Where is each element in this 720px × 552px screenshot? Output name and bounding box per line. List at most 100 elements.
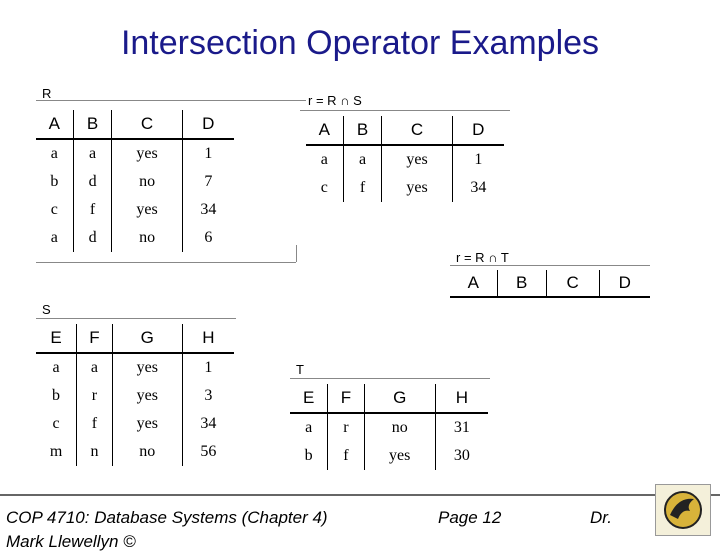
column-header: B bbox=[342, 116, 382, 146]
table-cell: d bbox=[72, 168, 112, 196]
logo-graphic bbox=[664, 491, 702, 529]
table-cell: no bbox=[111, 224, 183, 252]
footer-page: Page 12 bbox=[438, 508, 502, 527]
label-r: R bbox=[42, 86, 52, 101]
table-cell: f bbox=[72, 196, 112, 224]
divider-line bbox=[36, 318, 236, 319]
table-cell: yes bbox=[111, 382, 183, 410]
column-header: D bbox=[598, 270, 650, 298]
divider-line bbox=[36, 262, 296, 263]
table-cell: a bbox=[52, 359, 60, 376]
table-cell: b bbox=[52, 387, 61, 404]
footer-divider bbox=[0, 494, 720, 496]
slide-title: Intersection Operator Examples bbox=[120, 24, 600, 62]
table-cell: no bbox=[111, 438, 183, 466]
table-cell: yes bbox=[381, 174, 453, 202]
table-cell: 1 bbox=[181, 139, 234, 168]
table-cell: 34 bbox=[451, 174, 504, 202]
footer-author-continued: Mark Llewellyn © bbox=[6, 532, 136, 551]
table-cell: 1 bbox=[181, 353, 234, 382]
table-cell: yes bbox=[111, 410, 183, 438]
table-cell: a bbox=[76, 353, 113, 382]
table-cell: 6 bbox=[181, 224, 234, 252]
column-header: D bbox=[451, 116, 504, 146]
table-cell: no bbox=[363, 413, 436, 442]
table-cell: b bbox=[50, 173, 59, 190]
column-header: G bbox=[363, 384, 436, 414]
column-header: G bbox=[111, 324, 183, 354]
table-cell: 34 bbox=[181, 410, 234, 438]
table-cell: yes bbox=[111, 196, 183, 224]
table-cell: 31 bbox=[434, 413, 488, 442]
footer-author: Dr. bbox=[590, 508, 613, 527]
column-header: C bbox=[545, 270, 600, 298]
table-cell: 56 bbox=[181, 438, 234, 466]
divider-line bbox=[36, 100, 306, 101]
table-cell: f bbox=[342, 174, 382, 202]
table-cell: r bbox=[76, 382, 113, 410]
column-header: F bbox=[327, 384, 365, 414]
divider-line bbox=[296, 245, 297, 262]
table-cell: n bbox=[76, 438, 113, 466]
label-r-eq-r-intersect-t: r = R ∩ T bbox=[456, 250, 509, 265]
column-header: H bbox=[181, 324, 234, 354]
table-cell: f bbox=[76, 410, 113, 438]
column-header: D bbox=[181, 110, 234, 140]
table-cell: 30 bbox=[434, 442, 488, 470]
table-cell: a bbox=[305, 419, 313, 436]
column-header: C bbox=[381, 116, 453, 146]
table-cell: c bbox=[50, 201, 58, 218]
table-cell: b bbox=[304, 447, 313, 464]
table-cell: a bbox=[50, 145, 58, 162]
table-cell: 34 bbox=[181, 196, 234, 224]
table-cell: a bbox=[342, 145, 382, 174]
table-cell: 1 bbox=[451, 145, 504, 174]
table-cell: a bbox=[320, 151, 328, 168]
column-header: A bbox=[450, 270, 498, 298]
column-header: H bbox=[434, 384, 488, 414]
table-cell: c bbox=[320, 179, 328, 196]
column-header: A bbox=[306, 116, 344, 146]
divider-line bbox=[450, 265, 650, 266]
label-r-eq-r-intersect-s: r = R ∩ S bbox=[308, 93, 362, 108]
column-header: E bbox=[36, 324, 77, 354]
table-cell: f bbox=[327, 442, 365, 470]
table-cell: d bbox=[72, 224, 112, 252]
table-cell: c bbox=[52, 415, 60, 432]
table-cell: 7 bbox=[181, 168, 234, 196]
label-t: T bbox=[296, 362, 304, 377]
table-cell: yes bbox=[111, 139, 183, 168]
column-header: A bbox=[36, 110, 74, 140]
table-cell: no bbox=[111, 168, 183, 196]
table-cell: 3 bbox=[181, 382, 234, 410]
divider-line bbox=[290, 378, 490, 379]
table-cell: r bbox=[327, 413, 365, 442]
column-header: B bbox=[496, 270, 547, 298]
table-cell: m bbox=[49, 443, 63, 460]
table-cell: a bbox=[50, 229, 58, 246]
column-header: B bbox=[72, 110, 112, 140]
divider-line bbox=[300, 110, 510, 111]
ucf-pegasus-logo-icon bbox=[655, 484, 711, 536]
footer-course: COP 4710: Database Systems (Chapter 4) bbox=[6, 508, 328, 527]
